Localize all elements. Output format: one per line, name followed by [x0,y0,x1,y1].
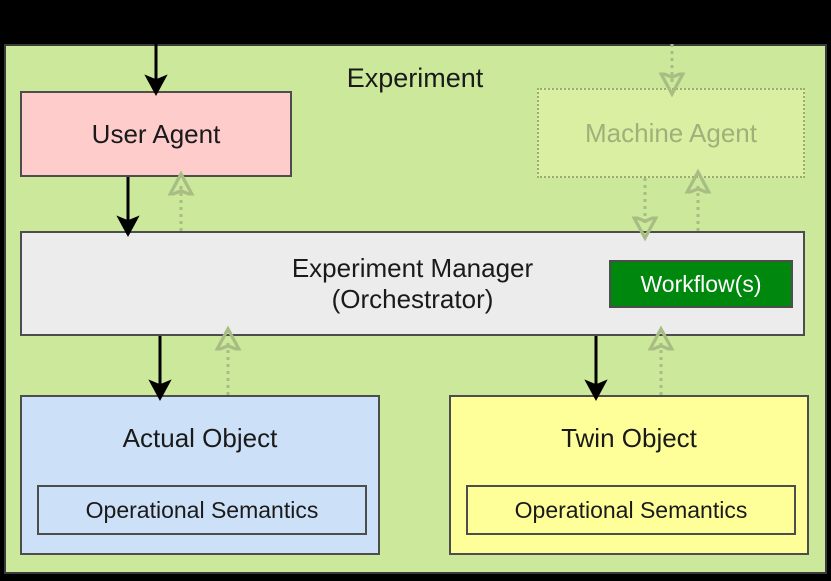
node-twin-object-label: Twin Object [561,423,697,453]
twin-object-operational-semantics-label: Operational Semantics [514,496,748,523]
node-workflows[interactable]: Workflow(s) [609,260,793,308]
node-twin-object[interactable]: Twin Object Operational Semantics [449,395,809,555]
node-experiment-manager-label: Experiment Manager (Orchestrator) [291,252,534,314]
actual-object-operational-semantics-label: Operational Semantics [85,496,319,523]
node-actual-object[interactable]: Actual Object Operational Semantics [20,395,380,555]
twin-object-operational-semantics[interactable]: Operational Semantics [466,485,796,535]
node-user-agent[interactable]: User Agent [20,91,292,177]
node-workflows-label: Workflow(s) [640,270,762,297]
node-user-agent-label: User Agent [91,118,221,149]
node-machine-agent[interactable]: Machine Agent [537,88,805,178]
actual-object-operational-semantics[interactable]: Operational Semantics [37,485,367,535]
node-experiment-manager[interactable]: Experiment Manager (Orchestrator) [20,231,805,336]
experiment-title: Experiment [346,62,484,93]
node-actual-object-label: Actual Object [122,423,278,453]
node-machine-agent-label: Machine Agent [584,117,757,148]
